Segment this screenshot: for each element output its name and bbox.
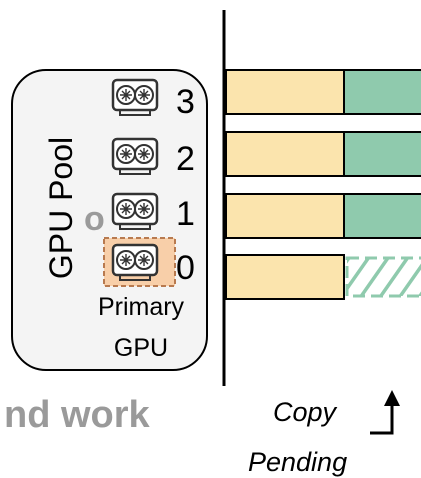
primary-gpu-label-line2: GPU [114,334,168,362]
gpu-card-icon [111,243,159,282]
compute-segment-gpu3 [225,69,345,115]
arrow-up-icon [370,390,400,435]
clipped-letter-fragment: o [84,200,105,238]
primary-gpu-label-line1: Primary [98,293,185,321]
gpu-card-icon [111,78,159,117]
gpu-id-1: 1 [176,195,195,233]
compute-segment-gpu2 [225,131,345,177]
gpu-id-2: 2 [176,140,195,178]
background-text-fragment: nd work [4,394,151,436]
copy-segment-gpu3 [343,69,421,115]
copy-segment-gpu1 [343,193,421,239]
gpu-id-0: 0 [176,249,195,287]
copy-segment-gpu2 [343,131,421,177]
gpu-card-icon [111,192,159,231]
gpu-card-icon [111,137,159,176]
compute-segment-gpu1 [225,193,345,239]
pending-label: Pending [248,447,347,477]
gpu-pool-box [11,69,208,371]
copy-pending-segment-gpu0 [345,256,421,298]
gpu-id-3: 3 [176,83,195,121]
gpu-pool-label: GPU Pool [43,137,79,279]
compute-segment-gpu0 [225,254,345,300]
copy-label: Copy [273,397,338,427]
